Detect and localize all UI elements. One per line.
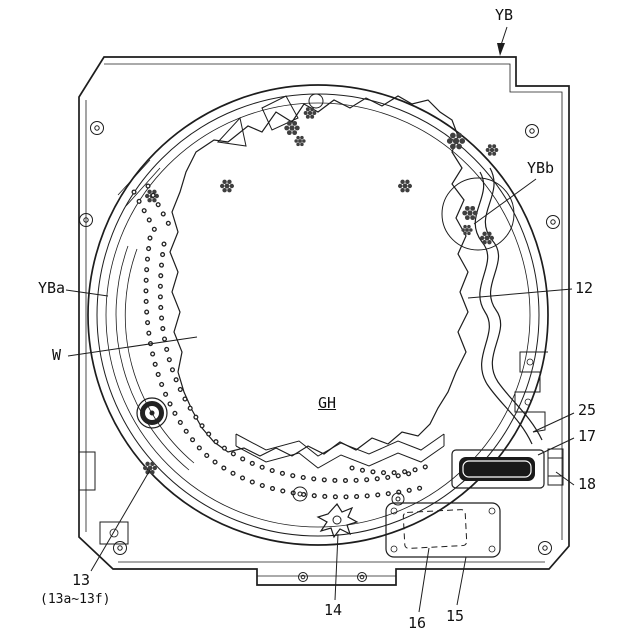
label-18: 18 xyxy=(578,475,597,493)
label-12: 12 xyxy=(575,279,594,297)
gh-region-outline xyxy=(169,95,469,457)
label-25: 25 xyxy=(578,401,597,419)
label-17: 17 xyxy=(578,427,597,445)
stepped-trace-25 xyxy=(514,351,548,433)
label-gh: GH xyxy=(318,394,337,412)
yb-arrow xyxy=(497,26,508,56)
label-16: 16 xyxy=(408,614,427,632)
plate-outline xyxy=(78,56,570,586)
bullseye-roller xyxy=(136,397,168,429)
label-yba: YBa xyxy=(38,279,66,297)
label-13-range: (13a~13f) xyxy=(40,592,111,607)
label-yb: YB xyxy=(495,6,514,24)
ribbon-banner xyxy=(235,433,445,469)
label-14: 14 xyxy=(324,601,343,619)
meander-strip-12 xyxy=(474,167,543,445)
splat-14 xyxy=(316,503,359,539)
crosshair-holes xyxy=(292,486,405,506)
dashed-region-16 xyxy=(402,509,468,549)
connector-17 xyxy=(451,449,545,489)
label-w: W xyxy=(52,346,62,364)
label-13: 13 xyxy=(72,571,91,589)
left-notch xyxy=(78,451,96,491)
corner-bracket xyxy=(99,521,129,545)
edge-part-18 xyxy=(547,448,564,486)
drum-ring-arcs xyxy=(87,84,549,546)
inner-plate-lines xyxy=(85,63,563,563)
screw-holes xyxy=(79,121,560,582)
panel-15 xyxy=(385,502,501,558)
leader-lines xyxy=(65,178,575,613)
top-cut-shapes xyxy=(216,93,515,251)
perforation-dots xyxy=(131,183,431,500)
label-ybb: YBb xyxy=(527,159,555,177)
label-15: 15 xyxy=(446,607,465,625)
